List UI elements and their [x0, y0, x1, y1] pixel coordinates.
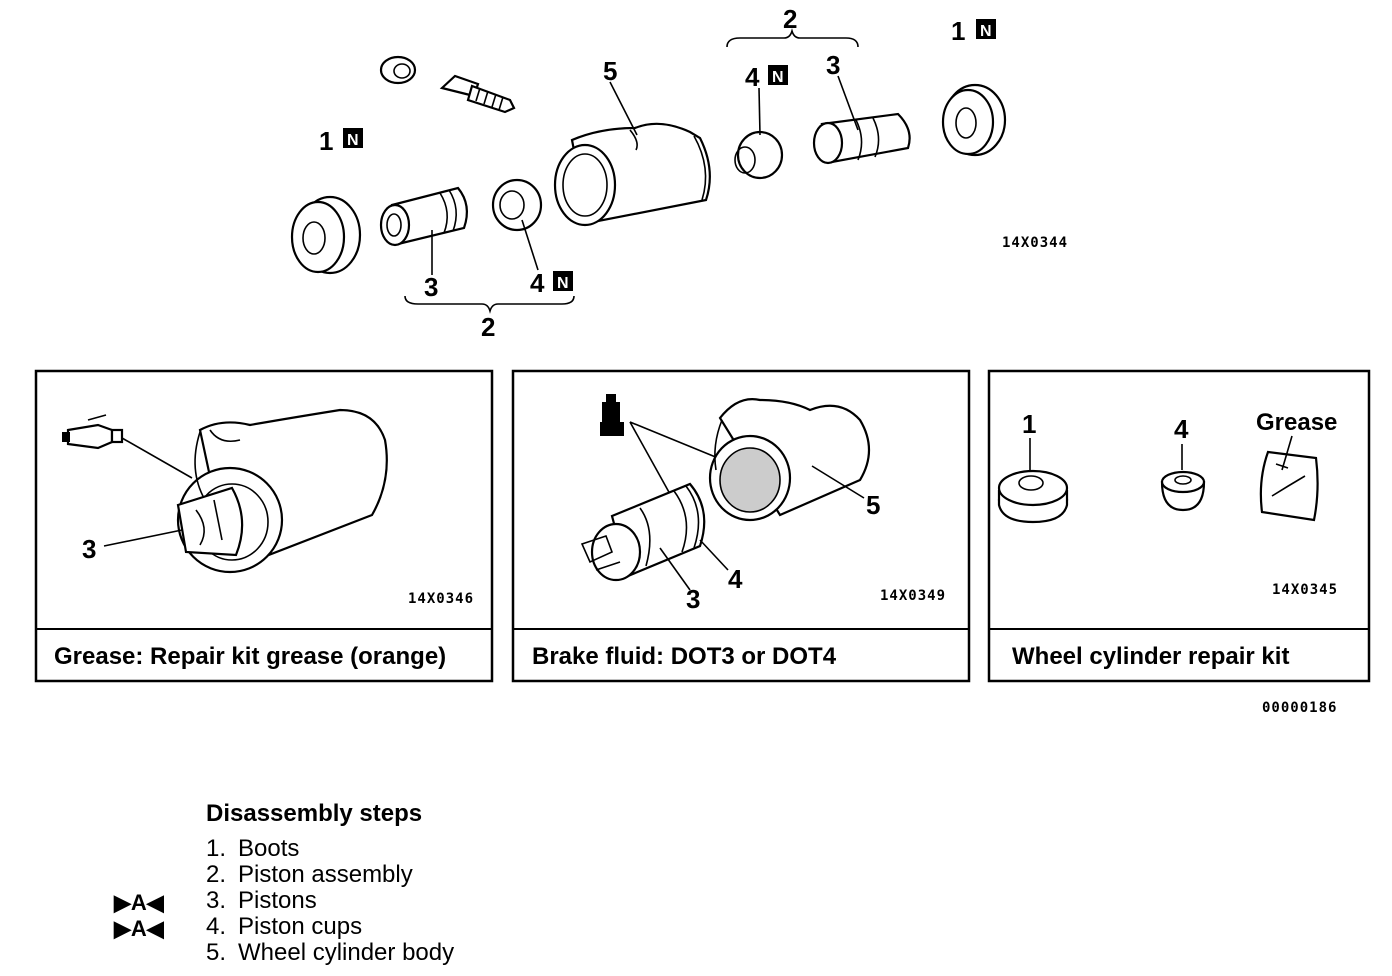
panel3-label-grease: Grease — [1256, 409, 1337, 436]
boot-right — [941, 83, 1007, 157]
step-text: Piston cups — [238, 913, 363, 940]
panel3-label-cup: 4 — [1174, 414, 1189, 444]
panel3-code: 14X0345 — [1272, 582, 1338, 598]
disassembly-title: Disassembly steps — [206, 800, 423, 827]
disassembly-steps: Disassembly steps 1. Boots 2. Piston assem… — [206, 800, 454, 966]
grease-tube-icon — [62, 414, 124, 450]
piston-right — [812, 112, 911, 165]
panel1-label-piston: 3 — [82, 534, 96, 564]
label-boot-left: 1 — [319, 126, 333, 156]
bleeder-screw — [439, 74, 516, 114]
exploded-view: 1 N 5 4 N 3 2 1 N 3 4 N 2 14X0344 — [290, 4, 1068, 342]
label-cup-right: 4 — [745, 62, 760, 92]
panel3-label-boot: 1 — [1022, 409, 1036, 439]
step-number: 4. — [206, 913, 227, 940]
n-letter-boot-right: N — [980, 23, 992, 40]
n-mark-boot-right — [976, 19, 996, 39]
panel2-label-piston: 3 — [686, 584, 700, 614]
wheel-cylinder-body — [553, 122, 711, 227]
label-piston-right: 3 — [826, 50, 840, 80]
panel-grease: 3 14X0346 Grease: Repair kit grease (ora… — [34, 369, 494, 683]
label-body: 5 — [603, 56, 617, 86]
piston-panel1 — [176, 486, 244, 557]
panel1-code: 14X0346 — [408, 591, 474, 607]
step-number: 5. — [206, 939, 227, 966]
panel2-code: 14X0349 — [880, 588, 946, 604]
service-point-marker: ▶A◀ — [114, 890, 164, 915]
n-mark-cup-left — [553, 271, 573, 291]
step-number: 1. — [206, 835, 227, 862]
panel2-caption: Brake fluid: DOT3 or DOT4 — [532, 643, 837, 670]
panel-brake-fluid: 5 3 4 14X0349 Brake fluid: DOT3 or DOT4 — [511, 369, 971, 683]
step-item: 4. Piston cups — [206, 914, 454, 940]
leader-lines — [431, 75, 859, 275]
piston-panel2 — [580, 482, 706, 582]
brake-fluid-bottle-icon — [600, 394, 624, 436]
boot-kit-part — [997, 469, 1069, 524]
label-cup-left: 4 — [530, 268, 545, 298]
panel2-label-body: 5 — [866, 490, 880, 520]
cup-kit-part — [1160, 470, 1206, 512]
step-text: Boots — [238, 835, 300, 862]
cylinder-body-panel2 — [708, 398, 870, 522]
step-item: 3. Pistons — [206, 888, 454, 914]
step-text: Piston assembly — [238, 861, 413, 888]
step-number: 3. — [206, 887, 227, 914]
panel3-caption: Wheel cylinder repair kit — [1012, 643, 1289, 670]
label-boot-right: 1 — [951, 16, 965, 46]
panel-repair-kit: 1 4 Grease 14X0345 Wheel cylinder repair… — [987, 369, 1371, 683]
n-mark-cup-right — [768, 65, 788, 85]
label-piston-left: 3 — [424, 272, 438, 302]
step-text: Pistons — [238, 887, 317, 914]
figure-code: 00000186 — [1262, 700, 1337, 716]
n-letter-cup-right: N — [772, 69, 784, 86]
step-number: 2. — [206, 861, 227, 888]
label-assembly-left: 2 — [481, 312, 495, 342]
piston-left — [379, 186, 469, 247]
step-text: Wheel cylinder body — [238, 939, 455, 966]
grease-packet — [1259, 450, 1319, 522]
n-letter-cup-left: N — [557, 275, 569, 292]
service-point-marker: ▶A◀ — [114, 916, 164, 941]
boot-left — [290, 195, 362, 275]
exploded-view-code: 14X0344 — [1002, 235, 1068, 251]
step-item: 5. Wheel cylinder body — [206, 940, 454, 966]
cup-left — [491, 178, 543, 232]
assembly-brace-top — [726, 28, 859, 48]
step-item: 2. Piston assembly — [206, 862, 454, 888]
step-item: 1. Boots — [206, 836, 454, 862]
bleeder-cap — [379, 55, 417, 85]
panel2-label-cup: 4 — [728, 564, 743, 594]
n-mark-boot-left — [343, 128, 363, 148]
cup-right — [734, 130, 784, 180]
label-assembly-right: 2 — [783, 4, 797, 34]
n-letter-boot-left: N — [347, 132, 359, 149]
panel1-caption: Grease: Repair kit grease (orange) — [54, 643, 446, 670]
assembly-brace-bottom — [404, 295, 575, 314]
